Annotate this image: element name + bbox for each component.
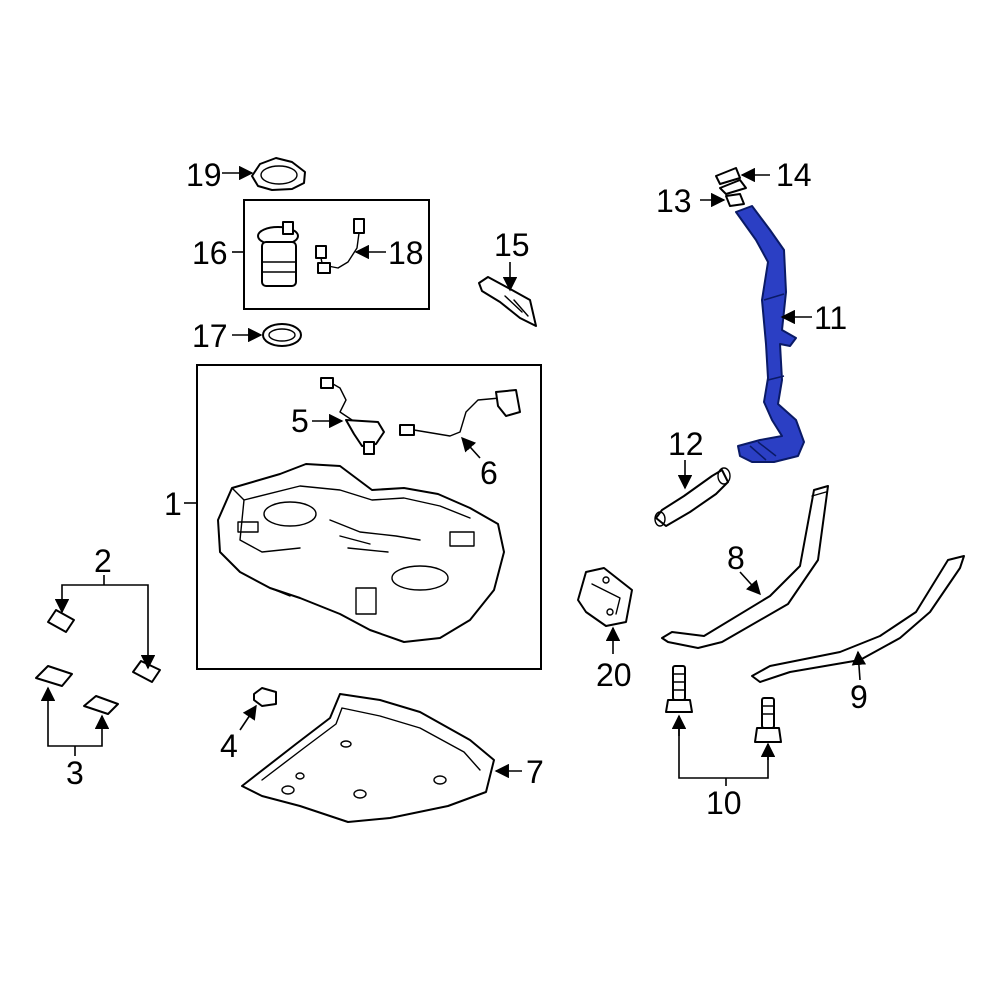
part-2-pad-a[interactable] xyxy=(47,609,75,633)
callout-4: 4 xyxy=(220,728,238,764)
callout-13: 13 xyxy=(656,183,692,219)
group-box-16 xyxy=(243,199,430,310)
callout-8: 8 xyxy=(727,540,745,576)
part-3-pad-a[interactable] xyxy=(35,665,73,687)
part-20-bracket[interactable] xyxy=(577,567,633,627)
callout-16: 16 xyxy=(192,235,228,271)
part-12-hose[interactable] xyxy=(654,467,731,527)
callout-10: 10 xyxy=(706,785,742,821)
part-2-pad-b[interactable] xyxy=(132,660,161,683)
part-3-pad-b[interactable] xyxy=(83,695,119,715)
part-13-clip[interactable] xyxy=(725,193,745,207)
callout-2: 2 xyxy=(94,543,112,579)
part-1-fuel-tank[interactable] xyxy=(217,463,505,643)
part-19-lock-ring[interactable] xyxy=(251,157,306,191)
part-4-clip[interactable] xyxy=(253,687,277,707)
part-5-sender[interactable] xyxy=(320,377,385,455)
group-box-1 xyxy=(196,364,542,670)
part-15-shield[interactable] xyxy=(478,276,537,327)
callout-19: 19 xyxy=(186,157,222,193)
part-10-bolt-a[interactable] xyxy=(665,665,693,713)
part-6-harness[interactable] xyxy=(399,389,521,437)
callout-18: 18 xyxy=(388,235,424,271)
part-11-filler-pipe[interactable] xyxy=(735,205,805,463)
part-14-seal[interactable] xyxy=(715,167,747,195)
part-8-strap[interactable] xyxy=(661,485,829,649)
part-18-harness[interactable] xyxy=(315,218,365,274)
part-7-heat-shield[interactable] xyxy=(241,693,495,823)
callout-12: 12 xyxy=(668,426,704,462)
callout-6: 6 xyxy=(480,455,498,491)
callout-14: 14 xyxy=(776,157,812,193)
callout-1: 1 xyxy=(164,486,182,522)
leader-lines xyxy=(40,165,867,786)
callout-11: 11 xyxy=(814,300,847,336)
callout-9: 9 xyxy=(850,679,868,715)
callout-20: 20 xyxy=(596,657,632,693)
callout-3: 3 xyxy=(66,755,84,791)
callout-15: 15 xyxy=(494,227,530,263)
part-10-bolt-b[interactable] xyxy=(754,697,782,743)
callout-5: 5 xyxy=(291,403,309,439)
callout-7: 7 xyxy=(526,754,544,790)
part-16-fuel-pump[interactable] xyxy=(257,221,299,287)
callout-17: 17 xyxy=(192,318,228,354)
part-17-seal[interactable] xyxy=(262,323,302,347)
